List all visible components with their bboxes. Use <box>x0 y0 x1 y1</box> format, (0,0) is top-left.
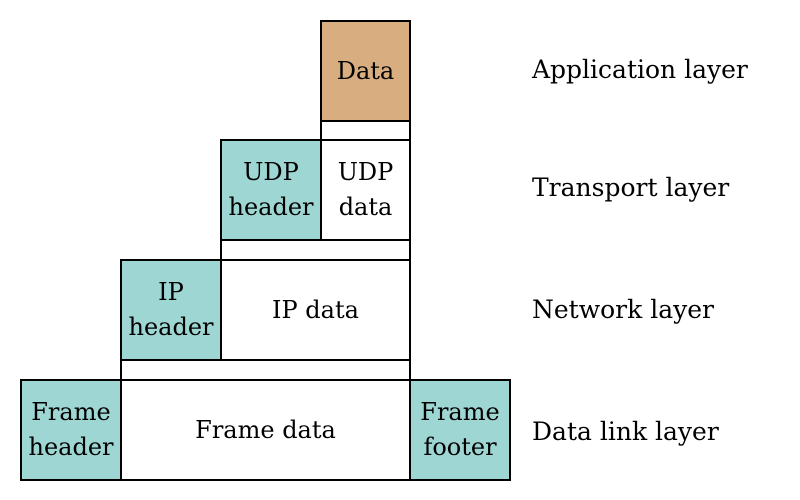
ip-header-label: IP header <box>128 278 214 341</box>
network-layer-label: Network layer <box>532 295 714 324</box>
application-data-label: Data <box>336 56 395 85</box>
data-link-layer-label: Data link layer <box>532 417 719 446</box>
frame-header-block: Frame header <box>20 379 122 481</box>
frame-footer-label: Frame footer <box>420 398 500 461</box>
application-layer-label: Application layer <box>532 55 748 84</box>
udp-data-block: UDP data <box>320 139 411 241</box>
ip-header-block: IP header <box>120 259 222 361</box>
frame-data-block: Frame data <box>120 379 411 481</box>
application-data-block: Data <box>320 20 411 122</box>
transport-layer-label: Transport layer <box>532 173 730 202</box>
transport-to-network-connector <box>220 239 411 261</box>
udp-header-label: UDP header <box>228 158 314 221</box>
network-to-data-link-connector <box>120 359 411 381</box>
frame-footer-block: Frame footer <box>409 379 511 481</box>
application-to-transport-connector <box>320 120 411 141</box>
frame-header-label: Frame header <box>28 398 114 461</box>
udp-data-label: UDP data <box>337 158 394 221</box>
frame-data-label: Frame data <box>195 415 336 444</box>
ip-data-label: IP data <box>272 295 359 324</box>
ip-data-block: IP data <box>220 259 411 361</box>
udp-header-block: UDP header <box>220 139 322 241</box>
